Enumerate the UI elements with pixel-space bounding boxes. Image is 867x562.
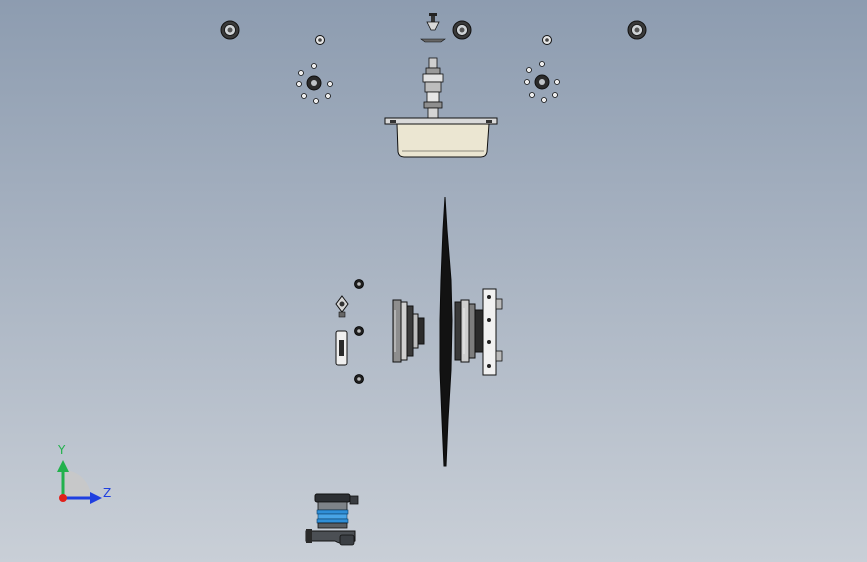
bearing-top-left[interactable] (220, 20, 240, 40)
knob-clip[interactable] (335, 295, 349, 318)
valve-fitting-top[interactable] (420, 13, 446, 43)
bearing-top-center[interactable] (452, 20, 472, 40)
triad-y-label: Y (58, 443, 66, 457)
circulation-pump[interactable] (305, 493, 359, 546)
motor-right[interactable] (454, 299, 484, 363)
washer-top-left[interactable] (315, 35, 325, 45)
triad-z-label: Z (103, 486, 112, 500)
triad-z-arrowhead (90, 492, 102, 504)
nut-2[interactable] (354, 326, 364, 336)
flange-right[interactable] (524, 61, 560, 103)
triad-y-arrowhead (57, 460, 69, 472)
switch-housing[interactable] (335, 330, 348, 366)
fan-blade[interactable] (439, 196, 453, 467)
mounting-bracket[interactable] (482, 288, 503, 376)
nut-1[interactable] (354, 279, 364, 289)
triad-x-plane (63, 470, 91, 498)
orientation-triad (57, 460, 102, 504)
heater-tray-assembly[interactable] (384, 57, 498, 158)
nut-3[interactable] (354, 374, 364, 384)
bearing-top-right[interactable] (627, 20, 647, 40)
triad-origin (59, 494, 67, 502)
washer-top-right[interactable] (542, 35, 552, 45)
flange-left[interactable] (296, 63, 333, 104)
motor-left[interactable] (392, 299, 425, 363)
